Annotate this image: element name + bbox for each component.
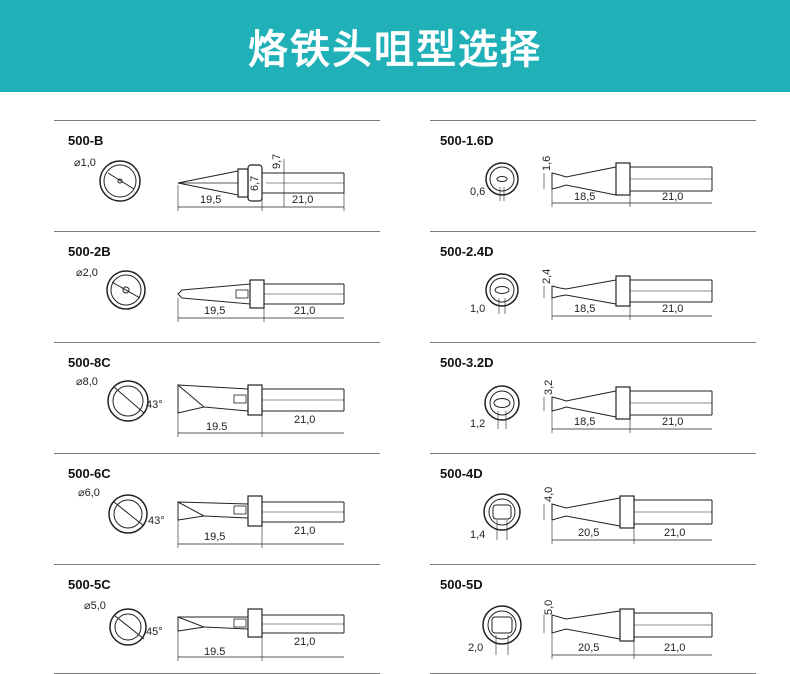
tip-model-label: 500-5D xyxy=(440,577,483,592)
tip-length-shank: 21,0 xyxy=(292,194,313,206)
tip-length-shank: 21,0 xyxy=(294,525,315,537)
tip-thickness: 1,2 xyxy=(470,418,485,430)
tip-length-shank: 21,0 xyxy=(662,303,683,315)
tip-length-shank: 21,0 xyxy=(294,414,315,426)
tips-column-left: 500-B ⌀1,0 9,7 6,7 19,5 21,0 xyxy=(54,120,380,674)
tip-drawing-500-8C: ⌀8,0 43° 19.5 21,0 xyxy=(76,376,345,437)
tip-cell: 500-8C ⌀8,0 43° 19.5 21,0 xyxy=(54,342,380,453)
tip-dim-a: 9,7 xyxy=(271,154,283,169)
tip-cell: 500-5C ⌀5,0 45° 19.5 21,0 xyxy=(54,564,380,674)
tip-length-tip: 19,5 xyxy=(204,305,225,317)
tip-drawing-500-5D: 2,0 5,0 20,5 21,0 xyxy=(468,600,713,659)
tip-thickness: 0,6 xyxy=(470,186,485,198)
tip-model-label: 500-8C xyxy=(68,355,111,370)
tip-length-tip: 20,5 xyxy=(578,642,599,654)
tip-length-tip: 19,5 xyxy=(200,194,221,206)
tip-diameter: ⌀1,0 xyxy=(74,157,96,169)
tip-drawing-500-2B: ⌀2,0 19,5 21,0 xyxy=(76,267,345,322)
tip-angle: 45° xyxy=(146,626,163,638)
tip-thickness: 1,4 xyxy=(470,529,485,541)
tip-diameter: ⌀2,0 xyxy=(76,267,98,279)
tip-length-tip: 18,5 xyxy=(574,191,595,203)
tip-drawing-500-5C: ⌀5,0 45° 19.5 21,0 xyxy=(84,600,345,661)
tip-drawing-500-3.2D: 1,2 3,2 18,5 21,0 xyxy=(470,380,713,433)
tip-model-label: 500-1.6D xyxy=(440,133,494,148)
tip-length-tip: 19.5 xyxy=(204,646,225,658)
tip-cell: 500-B ⌀1,0 9,7 6,7 19,5 21,0 xyxy=(54,120,380,231)
tip-length-tip: 19,5 xyxy=(204,531,225,543)
tip-model-label: 500-2B xyxy=(68,244,111,259)
tip-model-label: 500-5C xyxy=(68,577,111,592)
tip-drawing-500-B: ⌀1,0 9,7 6,7 19,5 21,0 xyxy=(74,154,345,211)
tip-length-tip: 19.5 xyxy=(206,421,227,433)
tip-width: 5,0 xyxy=(543,600,555,615)
tip-diameter: ⌀8,0 xyxy=(76,376,98,388)
tip-length-shank: 21,0 xyxy=(664,527,685,539)
tip-length-shank: 21,0 xyxy=(294,636,315,648)
tip-angle: 43° xyxy=(146,399,163,411)
page-title: 烙铁头咀型选择 xyxy=(248,27,542,73)
tip-angle: 43° xyxy=(148,515,165,527)
tip-length-tip: 18,5 xyxy=(574,416,595,428)
header-banner: 烙铁头咀型选择 xyxy=(0,0,790,92)
tip-width: 1,6 xyxy=(541,156,553,171)
tip-width: 2,4 xyxy=(541,269,553,284)
tip-model-label: 500-6C xyxy=(68,466,111,481)
tip-model-label: 500-B xyxy=(68,133,104,148)
tip-dim-b: 6,7 xyxy=(249,176,261,191)
tip-cell: 500-2.4D 1,0 2,4 18,5 21,0 xyxy=(430,231,756,342)
tip-width: 3,2 xyxy=(543,380,555,395)
tip-drawing-500-6C: ⌀6,0 43° 19,5 21,0 xyxy=(78,487,345,548)
tip-length-shank: 21,0 xyxy=(662,416,683,428)
tip-cell: 500-5D 2,0 5,0 20,5 21,0 xyxy=(430,564,756,674)
tip-cell: 500-4D 1,4 4,0 20,5 21,0 xyxy=(430,453,756,564)
tip-width: 4,0 xyxy=(543,487,555,502)
tip-diameter: ⌀5,0 xyxy=(84,600,106,612)
tip-thickness: 1,0 xyxy=(470,303,485,315)
tip-length-shank: 21,0 xyxy=(662,191,683,203)
tips-column-right: 500-1.6D 0,6 1,6 18,5 21,0 500-2.4D xyxy=(430,120,756,674)
tip-drawing-500-2.4D: 1,0 2,4 18,5 21,0 xyxy=(470,269,713,320)
tip-model-label: 500-4D xyxy=(440,466,483,481)
tip-cell: 500-2B ⌀2,0 19,5 21,0 xyxy=(54,231,380,342)
tip-cell: 500-1.6D 0,6 1,6 18,5 21,0 xyxy=(430,120,756,231)
tip-diameter: ⌀6,0 xyxy=(78,487,100,499)
tip-drawing-500-1.6D: 0,6 1,6 18,5 21,0 xyxy=(470,156,713,207)
tip-length-shank: 21,0 xyxy=(294,305,315,317)
tip-cell: 500-6C ⌀6,0 43° 19,5 21,0 xyxy=(54,453,380,564)
tip-thickness: 2,0 xyxy=(468,642,483,654)
tip-length-shank: 21,0 xyxy=(664,642,685,654)
tip-model-label: 500-2.4D xyxy=(440,244,494,259)
tip-drawing-500-4D: 1,4 4,0 20,5 21,0 xyxy=(470,487,713,544)
tip-model-label: 500-3.2D xyxy=(440,355,494,370)
tip-length-tip: 20,5 xyxy=(578,527,599,539)
tip-cell: 500-3.2D 1,2 3,2 18,5 21,0 xyxy=(430,342,756,453)
tip-length-tip: 18,5 xyxy=(574,303,595,315)
